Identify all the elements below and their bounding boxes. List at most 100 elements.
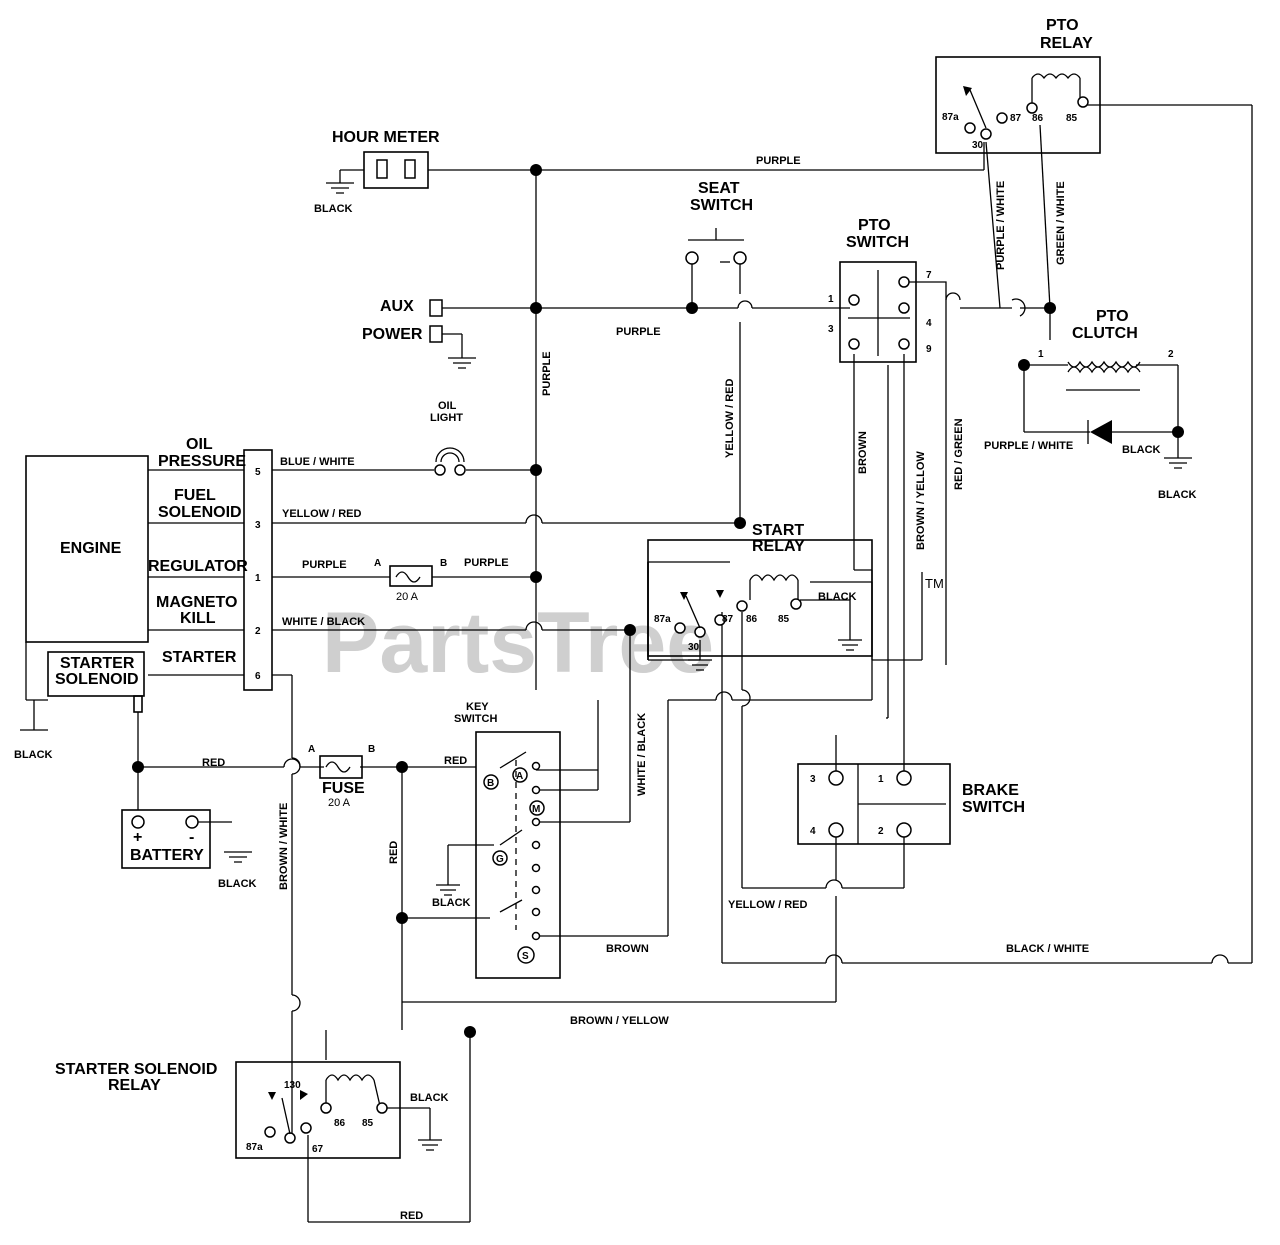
pin-30: 30 [972, 140, 984, 151]
brake-pin-2: 2 [878, 826, 884, 837]
battery-box [121, 809, 211, 869]
wire-blue-white: BLUE / WHITE [280, 456, 355, 468]
pin-86: 86 [746, 614, 758, 625]
pin-67: 67 [312, 1144, 324, 1155]
starter-label: STARTER [162, 649, 237, 666]
pin-3: 3 [255, 520, 261, 531]
fuse-20a-top [389, 565, 433, 587]
starter-solenoid-relay-label-2: RELAY [108, 1077, 161, 1094]
brake-switch-label: BRAKE [962, 782, 1019, 799]
pin-86: 86 [334, 1118, 346, 1129]
engine-box [25, 455, 149, 643]
pto-relay-label-2: RELAY [1040, 35, 1093, 52]
wire-yellow-red: YELLOW / RED [282, 508, 362, 520]
diode-icon [1090, 420, 1112, 444]
hour-meter-label: HOUR METER [332, 129, 440, 146]
brake-pin-4: 4 [810, 826, 816, 837]
pin-86: 86 [1032, 113, 1044, 124]
wire-purple: PURPLE [464, 557, 509, 569]
wire-purple: PURPLE [756, 155, 801, 167]
brake-pin-3: 3 [810, 774, 816, 785]
pin-130: 130 [284, 1080, 301, 1091]
pin-1: 1 [255, 573, 261, 584]
key-pos-m: M [532, 804, 540, 815]
pin-2: 2 [1168, 349, 1174, 360]
pto-relay-label: PTO [1046, 17, 1079, 34]
pin-9: 9 [926, 344, 932, 355]
wire-black: BLACK [410, 1092, 449, 1104]
pto-relay-coil [1031, 73, 1081, 80]
oil-pressure-label: OIL [186, 436, 213, 453]
pin-30: 30 [688, 642, 700, 653]
wire-red-vertical: RED [388, 841, 400, 864]
key-pos-a: A [516, 771, 523, 782]
power-label: POWER [362, 326, 423, 343]
wire-brown-yellow-vertical: BROWN / YELLOW [915, 451, 927, 550]
solenoid-relay-coil [325, 1074, 375, 1082]
ground-icon [436, 884, 460, 896]
key-pos-s: S [522, 951, 529, 962]
wire-yellow-red-vertical: YELLOW / RED [724, 379, 736, 459]
pin-87a: 87a [246, 1142, 263, 1153]
wire-red-green: RED / GREEN [953, 418, 965, 490]
pin-1: 1 [828, 294, 834, 305]
starter-solenoid-relay-box [235, 1061, 401, 1159]
components [25, 56, 1141, 1159]
seat-switch-label-2: SWITCH [690, 197, 753, 214]
oil-pressure-label-2: PRESSURE [158, 453, 246, 470]
wire-black: BLACK [314, 203, 353, 215]
wire-purple-white: PURPLE / WHITE [984, 440, 1073, 452]
engine-label: ENGINE [60, 540, 122, 557]
pin-87a: 87a [654, 614, 671, 625]
ground-icon [418, 1139, 442, 1151]
pin-85: 85 [1066, 113, 1078, 124]
wire-purple: PURPLE [302, 559, 347, 571]
seat-switch-label: SEAT [698, 180, 740, 197]
battery-minus: - [189, 829, 194, 846]
pin-b: B [368, 744, 375, 755]
pin-3: 3 [828, 324, 834, 335]
starter-solenoid-label-2: SOLENOID [55, 671, 139, 688]
fuse-label: FUSE [322, 780, 365, 797]
battery-plus: + [133, 829, 142, 846]
trademark: TM [925, 576, 944, 591]
starter-solenoid-label: STARTER [60, 655, 135, 672]
wire-white-black-vertical: WHITE / BLACK [636, 713, 648, 796]
brake-pin-1: 1 [878, 774, 884, 785]
wire-black: BLACK [1122, 444, 1161, 456]
key-switch-label: KEY [466, 701, 489, 713]
wire-brown: BROWN [606, 943, 649, 955]
wire-yellow-red: YELLOW / RED [728, 899, 808, 911]
key-switch-box [475, 731, 561, 979]
wire-red: RED [444, 755, 467, 767]
pin-85: 85 [778, 614, 790, 625]
key-pos-g: G [496, 854, 504, 865]
wire-green-white: GREEN / WHITE [1055, 181, 1067, 265]
aux-label: AUX [380, 298, 414, 315]
pin-1: 1 [1038, 349, 1044, 360]
pto-switch-box [839, 261, 917, 363]
wire-brown-yellow: BROWN / YELLOW [570, 1015, 669, 1027]
pto-relay-box [935, 56, 1101, 154]
wire-black: BLACK [14, 749, 53, 761]
oil-light-label: OIL [438, 400, 457, 412]
hour-meter-box [363, 151, 429, 189]
fuel-solenoid-label: FUEL [174, 487, 216, 504]
fuse-rating: 20 A [328, 797, 351, 809]
component-labels: PTO RELAY HOUR METER SEAT SWITCH PTO SWI… [55, 17, 1138, 1094]
wires [33, 104, 1253, 1223]
pin-6: 6 [255, 671, 261, 682]
ground-icon [448, 357, 476, 369]
pin-85: 85 [362, 1118, 374, 1129]
brake-switch-label-2: SWITCH [962, 799, 1025, 816]
wire-brown-white: BROWN / WHITE [278, 803, 290, 890]
watermark: PartsTree [322, 595, 714, 691]
wire-red: RED [400, 1210, 423, 1222]
pin-7: 7 [926, 270, 932, 281]
fuse-main [319, 755, 363, 779]
oil-light-label-2: LIGHT [430, 412, 463, 424]
pto-clutch-coil [1067, 366, 1141, 374]
starter-solenoid-box [47, 651, 145, 697]
pto-switch-label-2: SWITCH [846, 234, 909, 251]
